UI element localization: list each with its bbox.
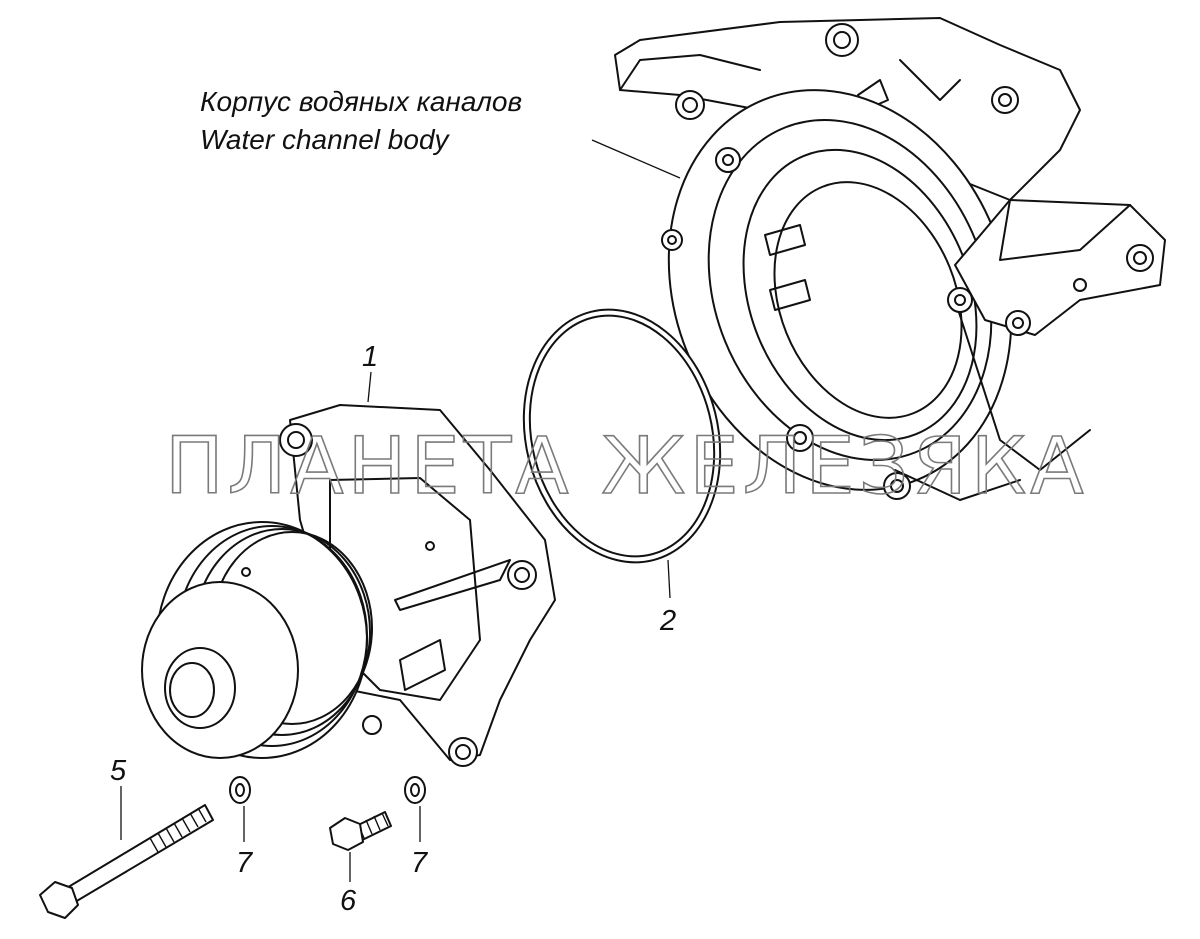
o-ring-part-2 [522,308,722,564]
body-title-ru: Корпус водяных каналов [200,86,522,117]
callout-7-left: 7 [236,847,254,879]
callout-1-leader [367,371,372,403]
water-channel-body [614,17,1166,501]
callout-1: 1 [362,341,378,373]
callout-5: 5 [110,755,127,787]
body-title: Корпус водяных каналов Water channel bod… [200,86,522,155]
water-pump-part-1 [141,404,556,767]
callout-6: 6 [340,885,357,917]
callout-7-right: 7 [411,847,429,879]
callout-2: 2 [659,605,676,637]
washer-part-7-right [404,776,426,804]
watermark: ПЛАНЕТА ЖЕЛЕЗЯКА [165,422,1088,512]
long-bolt-part-5 [39,804,214,919]
body-title-leader [591,139,681,179]
short-bolt-part-6 [329,811,392,851]
callout-2-leader [667,559,671,599]
body-title-en: Water channel body [200,124,451,155]
washer-part-7-left [229,776,251,804]
